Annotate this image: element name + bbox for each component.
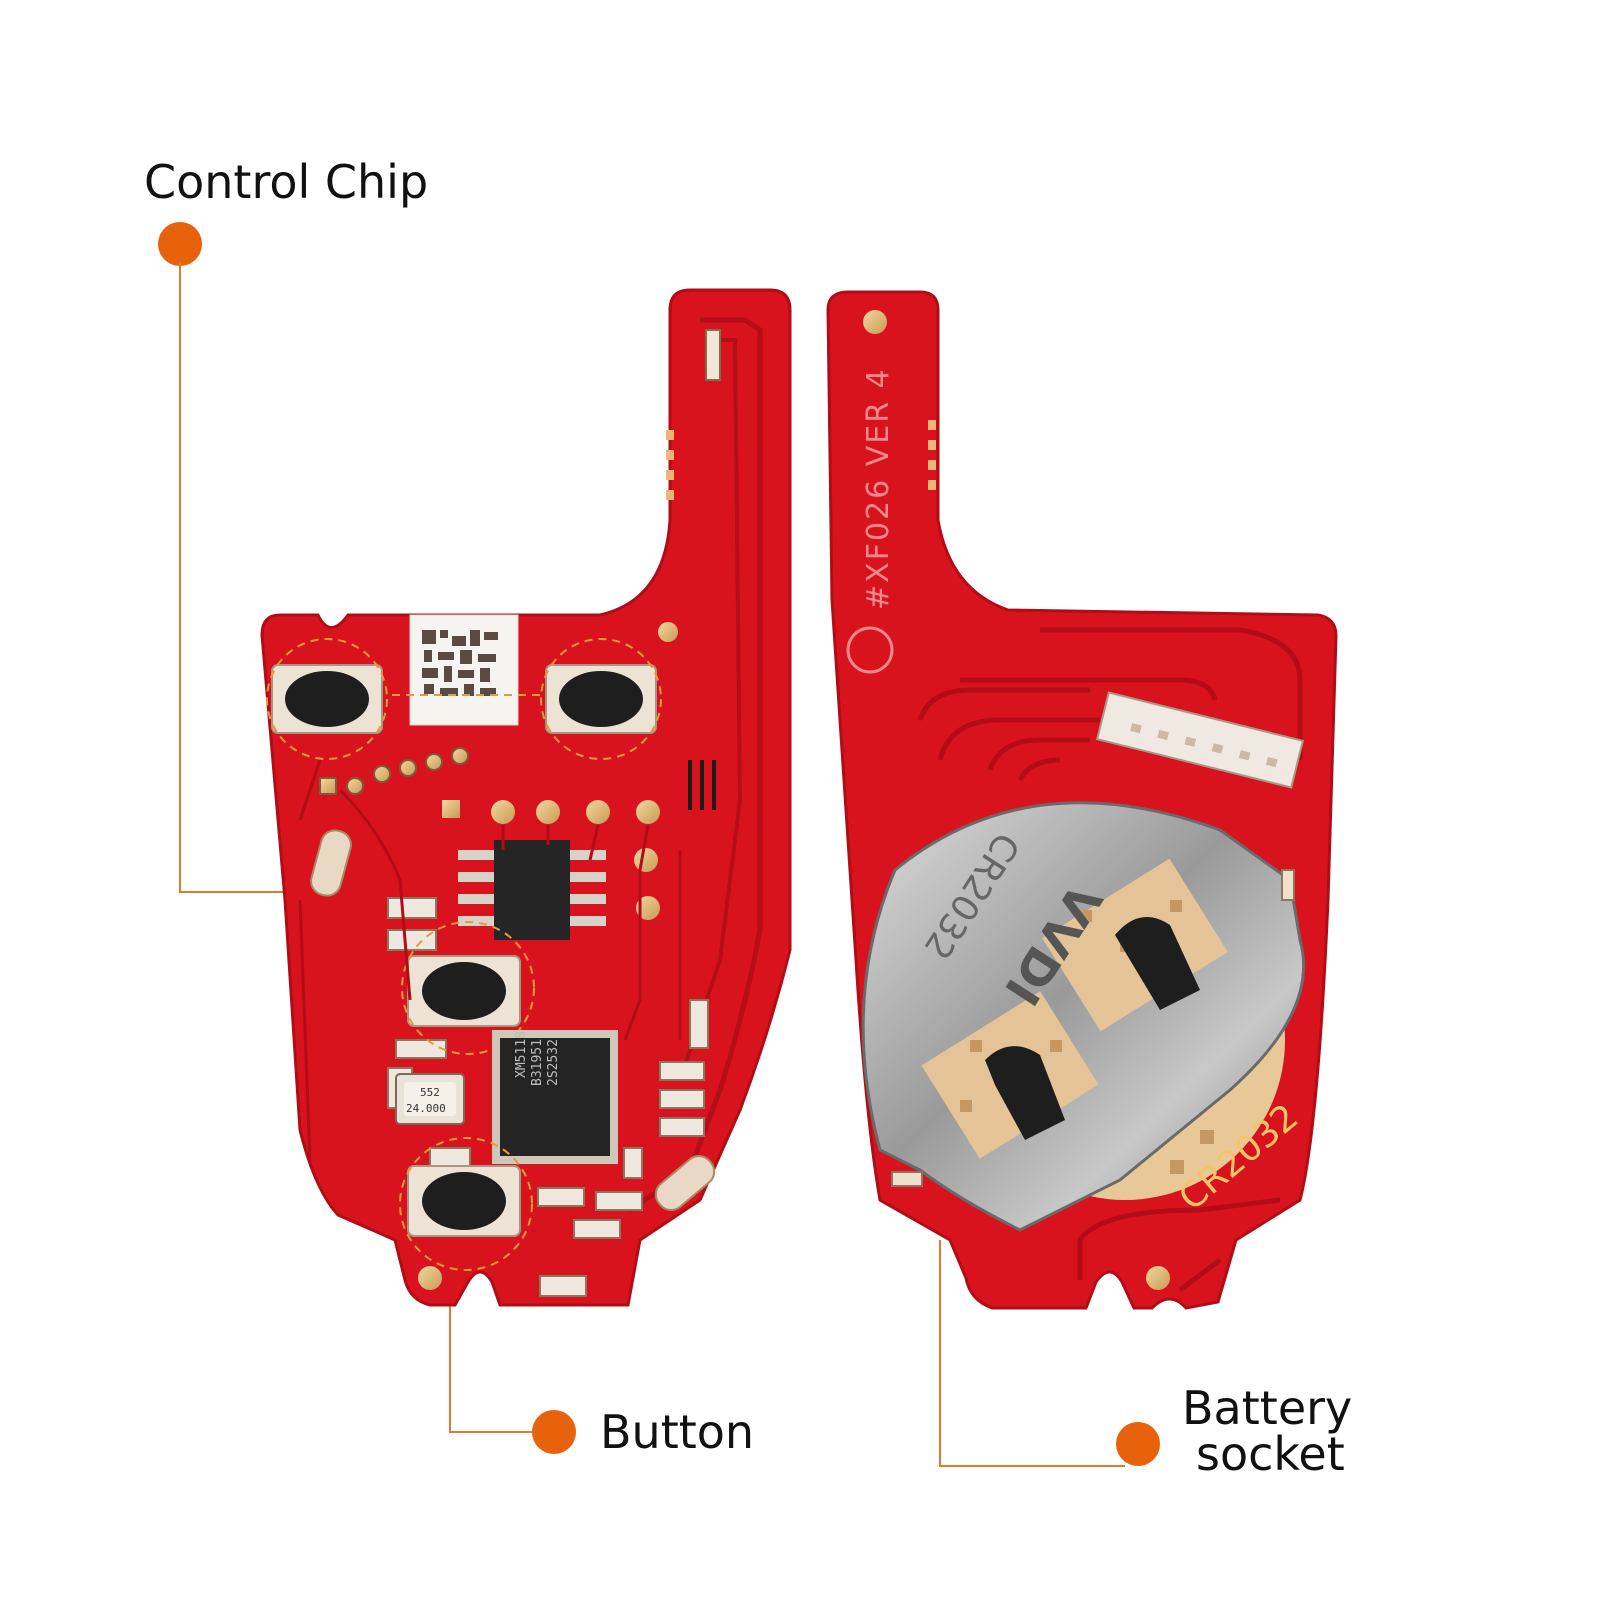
connector-header — [1095, 691, 1305, 789]
right-pcb-back: #XF026 VER 4 — [826, 290, 1338, 1310]
mcu-marking-line1: XM5118 — [514, 1031, 529, 1078]
battery-label-line1: Battery — [1182, 1381, 1353, 1435]
battery-leader-vertical — [939, 1240, 941, 1466]
battery-dot — [1116, 1422, 1160, 1466]
part-number-silk: #XF026 VER 4 — [861, 367, 896, 610]
crystal-code-text: 552 — [420, 1086, 440, 1099]
mcu-marking-line2: B31951 — [530, 1039, 545, 1086]
tact-button-top-right — [540, 638, 662, 760]
battery-leader-horizontal — [939, 1465, 1125, 1467]
battery-socket-clip: VVDI CR2032 — [861, 801, 1306, 1232]
tact-button-middle — [401, 921, 535, 1055]
control-chip-leader-vertical — [179, 262, 181, 892]
control-chip-dot — [158, 222, 202, 266]
button-label: Button — [600, 1405, 755, 1459]
control-chip-soic — [458, 840, 606, 940]
crystal-frequency-text: 24.000 — [406, 1102, 446, 1115]
button-leader-vertical — [449, 1300, 451, 1432]
tact-button-bottom — [399, 1137, 533, 1271]
button-dot — [532, 1410, 576, 1454]
button-leader-horizontal — [449, 1431, 549, 1433]
tact-button-top-left — [266, 638, 388, 760]
mcu-qfn — [492, 1030, 618, 1164]
mcu-marking-line3: 2S2532 — [546, 1039, 561, 1086]
left-pcb-front — [260, 288, 792, 1307]
control-chip-label: Control Chip — [144, 155, 429, 209]
battery-label-line2: socket — [1196, 1427, 1345, 1481]
